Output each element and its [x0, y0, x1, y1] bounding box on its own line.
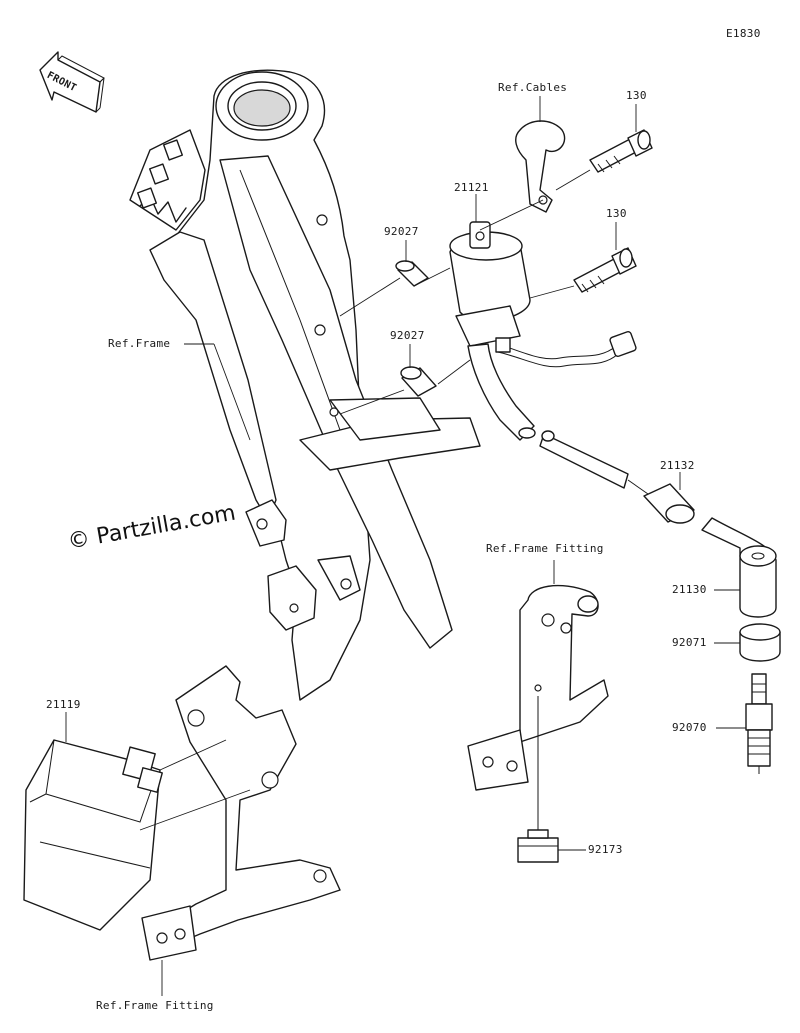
callout-21119: 21119 [46, 698, 81, 711]
callout-92027-lower: 92027 [390, 329, 425, 342]
callout-92173: 92173 [588, 843, 623, 856]
spark-plug-92070 [745, 673, 773, 774]
callout-ref-frame-fitting-center: Ref.Frame Fitting [486, 542, 604, 555]
bolt-130-upper [589, 129, 653, 173]
plug-cap-21130 [701, 517, 777, 618]
frame-fitting-center [467, 584, 609, 791]
washer-92071 [739, 623, 781, 662]
frame-fitting-lower [141, 665, 341, 961]
callout-130-upper: 130 [626, 89, 647, 102]
part-21132 [643, 483, 695, 524]
callout-92070: 92070 [672, 721, 707, 734]
callout-21121: 21121 [454, 181, 489, 194]
callout-92027-upper: 92027 [384, 225, 419, 238]
frame [129, 69, 481, 701]
diagram-code: E1830 [726, 27, 761, 40]
callout-21132: 21132 [660, 459, 695, 472]
collar-92027-upper [395, 260, 429, 287]
ignition-coil [449, 221, 637, 441]
cdi-unit-21119 [23, 739, 163, 931]
collar-92027-lower [400, 366, 437, 397]
callout-92071: 92071 [672, 636, 707, 649]
callout-ref-frame: Ref.Frame [108, 337, 171, 350]
bolt-130-lower [573, 247, 637, 293]
cable-clamp [515, 120, 566, 213]
callout-130-lower: 130 [606, 207, 627, 220]
leader-lines [65, 96, 746, 996]
callout-ref-cables: Ref.Cables [498, 81, 568, 94]
ht-lead-extension [539, 430, 629, 489]
front-arrow [39, 51, 105, 113]
callout-ref-frame-fitting-lower: Ref.Frame Fitting [96, 999, 214, 1012]
callout-21130: 21130 [672, 583, 707, 596]
fuse-92173 [517, 696, 559, 863]
